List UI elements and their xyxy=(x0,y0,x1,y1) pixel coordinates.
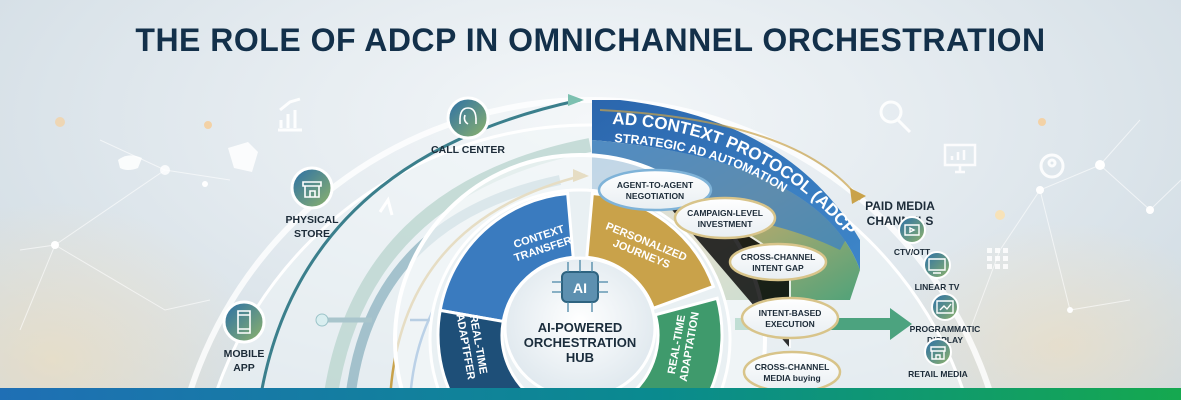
text-line: STORE xyxy=(294,228,330,240)
text-line: MEDIA buying xyxy=(763,373,820,383)
text-line: RETAIL MEDIA xyxy=(908,369,968,379)
text-line: CAMPAIGN-LEVEL xyxy=(687,208,763,218)
arrow-to-protocol-top xyxy=(568,94,584,106)
touchpoints: CALL CENTER PHYSICAL STORE MOBILE APP xyxy=(222,96,505,374)
channel-label: RETAIL MEDIA xyxy=(908,369,968,379)
hands-care-icon xyxy=(118,155,142,170)
magnifier-icon xyxy=(879,100,912,134)
touchpoint-label: MOBILE APP xyxy=(224,348,265,374)
text-line: CALL CENTER xyxy=(431,144,505,156)
background-nodes xyxy=(51,117,1154,313)
segment-real-time-adapter: REAL-TIMEADAPTFFER xyxy=(436,308,540,400)
hand-cursor-icon xyxy=(228,142,258,172)
smartphone-icon xyxy=(237,310,251,334)
channel-retail media: RETAIL MEDIA xyxy=(908,338,968,379)
text-line: NEGOTIATION xyxy=(626,191,684,201)
touchpoint-label: PHYSICAL STORE xyxy=(285,214,339,240)
text-line: AI-POWERED xyxy=(538,320,623,335)
text-line: HUB xyxy=(566,350,594,365)
text-line: PHYSICAL xyxy=(285,214,339,226)
page-title: THE ROLE OF ADCP IN OMNICHANNEL ORCHESTR… xyxy=(135,22,1046,58)
storefront-icon xyxy=(302,181,322,198)
text-line: PAID MEDIA xyxy=(865,199,935,213)
touchpoint-label: CALL CENTER xyxy=(431,144,505,156)
text-line: LINEAR TV xyxy=(915,282,960,292)
text-line: PROGRAMMATIC xyxy=(910,324,981,334)
text-line: AGENT-TO-AGENT xyxy=(617,180,694,190)
ctv-icon xyxy=(904,224,920,236)
touchpoint-mobile-app: MOBILE APP xyxy=(222,300,266,374)
tv-icon xyxy=(928,258,946,274)
channel-label: LINEAR TV xyxy=(915,282,960,292)
text-line: INTENT-BASED xyxy=(759,308,822,318)
channel-linear tv: LINEAR TV xyxy=(915,251,960,292)
display-chart-icon xyxy=(936,300,954,314)
text-line: ORCHESTRATION xyxy=(524,335,636,350)
bottom-gradient-bar xyxy=(0,388,1181,400)
retail-store-icon xyxy=(930,346,946,360)
headset-icon xyxy=(459,107,477,125)
text-line: CROSS-CHANNEL xyxy=(755,362,830,372)
touchpoint-physical-store: PHYSICAL STORE xyxy=(285,166,339,240)
ai-badge: AI xyxy=(573,280,587,296)
background-glow-left xyxy=(0,200,260,400)
text-line: APP xyxy=(233,362,255,374)
segment-real-time-adaptation: REAL-TIMEADAPTATION xyxy=(622,296,724,400)
text-line: INTENT GAP xyxy=(752,263,804,273)
text-line: EXECUTION xyxy=(765,319,815,329)
text-line: CTV/OTT xyxy=(894,247,931,257)
arrow-to-paid-media xyxy=(850,188,866,204)
text-line: MOBILE xyxy=(224,348,265,360)
monitor-chart-icon xyxy=(943,143,977,174)
touchpoint-call center: CALL CENTER xyxy=(431,96,505,156)
bar-chart-icon xyxy=(278,97,302,132)
text-line: CROSS-CHANNEL xyxy=(741,252,816,262)
segment-context-transfer: CONTEXTTRANSFER xyxy=(438,191,575,324)
user-search-icon xyxy=(1039,153,1065,179)
channel-ctv-ott: CTV/OTT xyxy=(894,216,931,257)
channel-label: CTV/OTT xyxy=(894,247,931,257)
grid-dots-icon xyxy=(987,248,1008,269)
text-line: INVESTMENT xyxy=(698,219,754,229)
